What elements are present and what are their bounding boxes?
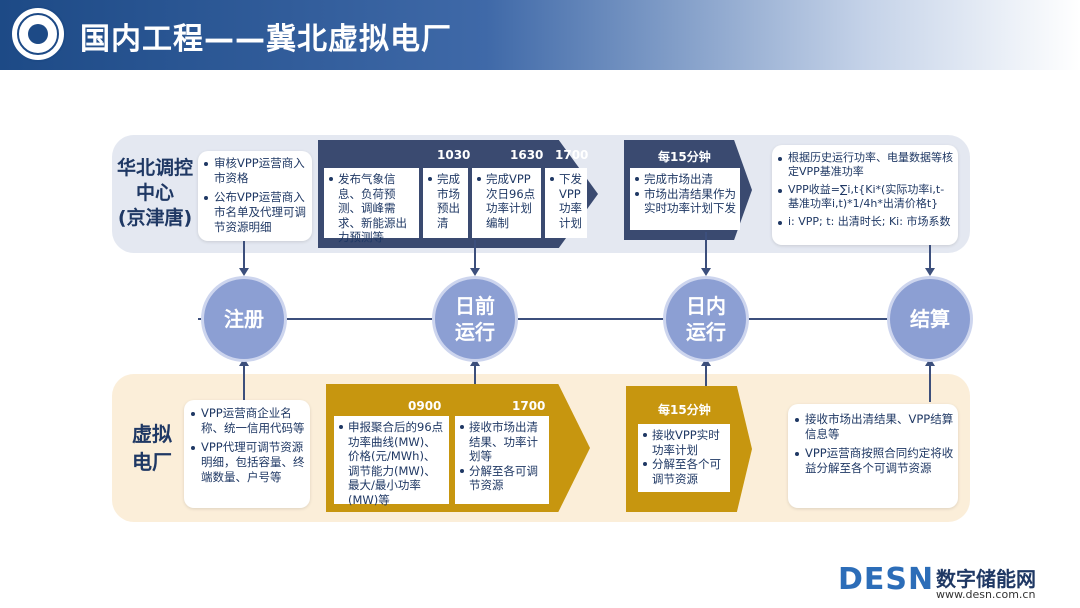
time-label-0900: 0900 xyxy=(408,399,442,413)
top-arrow-box-preclear: 完成市场预出清 xyxy=(423,168,468,238)
time-label-1630: 1630 xyxy=(510,148,544,162)
header-bar xyxy=(0,0,1080,70)
connector-bottom-1 xyxy=(243,366,245,402)
bottom-band-label: 虚拟 电厂 xyxy=(132,422,172,474)
time-label-1030: 1030 xyxy=(437,148,471,162)
timeline-line xyxy=(198,318,938,320)
watermark-name: 数字储能网 xyxy=(936,567,1036,591)
bottom-arrow-box-realtime: 接收VPP实时功率计划 分解至各个可调节资源 xyxy=(638,424,730,492)
bottom-card-registration: VPP运营商企业名称、统一信用代码等 VPP代理可调节资源明细，包括容量、终端数… xyxy=(184,400,310,508)
arrowhead-down-3 xyxy=(701,268,711,276)
top-arrow-box-forecast: 发布气象信息、负荷预测、调峰需求、新能源出力预测等 xyxy=(324,168,419,244)
connector-bottom-3 xyxy=(705,366,707,400)
page-title: 国内工程——冀北虚拟电厂 xyxy=(80,22,452,57)
top-card-settlement: 根据历史运行功率、电量数据等核定VPP基准功率 VPP收益=∑i,t{Ki*(实… xyxy=(772,145,958,245)
stage-circle-settlement: 结算 xyxy=(890,279,970,359)
bottom-card-settlement: 接收市场出清结果、VPP结算信息等 VPP运营商按照合同约定将收益分解至各个可调… xyxy=(788,404,958,508)
top-arrow-box-clear: 完成市场出清 市场出清结果作为实时功率计划下发 xyxy=(630,168,740,230)
time-label-every-15min-top: 每15分钟 xyxy=(658,150,711,164)
stage-circle-intraday: 日内运行 xyxy=(666,279,746,359)
top-arrow-box-issue: 下发VPP功率计划 xyxy=(545,168,587,238)
arrowhead-up-1 xyxy=(239,358,249,366)
stage-circle-register: 注册 xyxy=(204,279,284,359)
watermark-logo: DESN xyxy=(838,562,935,597)
arrowhead-up-2 xyxy=(470,358,480,366)
time-label-1700-bottom: 1700 xyxy=(512,399,546,413)
stage-circle-day-ahead: 日前运行 xyxy=(435,279,515,359)
watermark-url: www.desn.com.cn xyxy=(936,588,1036,601)
bottom-arrow-box-bid: 申报聚合后的96点功率曲线(MW)、价格(元/MWh)、调节能力(MW)、最大/… xyxy=(334,416,449,507)
arrowhead-up-4 xyxy=(925,358,935,366)
time-label-every-15min-bottom: 每15分钟 xyxy=(658,403,711,417)
connector-top-1 xyxy=(243,241,245,269)
time-label-1700: 1700 xyxy=(555,148,589,162)
bottom-arrow-box-receive: 接收市场出清结果、功率计划等 分解至各可调节资源 xyxy=(455,416,549,504)
university-logo xyxy=(10,6,66,62)
connector-top-4 xyxy=(929,245,931,269)
connector-bottom-4 xyxy=(929,366,931,402)
top-card-registration: 审核VPP运营商入市资格 公布VPP运营商入市名单及代理可调节资源明细 xyxy=(198,151,312,241)
arrowhead-up-3 xyxy=(701,358,711,366)
arrowhead-down-2 xyxy=(470,268,480,276)
connector-top-3 xyxy=(705,232,707,269)
top-band-label: 华北调控 中心 (京津唐) xyxy=(116,157,193,229)
connector-top-2 xyxy=(474,240,476,269)
top-arrow-box-plan: 完成VPP次日96点功率计划编制 xyxy=(472,168,541,238)
arrowhead-down-1 xyxy=(239,268,249,276)
arrowhead-down-4 xyxy=(925,268,935,276)
